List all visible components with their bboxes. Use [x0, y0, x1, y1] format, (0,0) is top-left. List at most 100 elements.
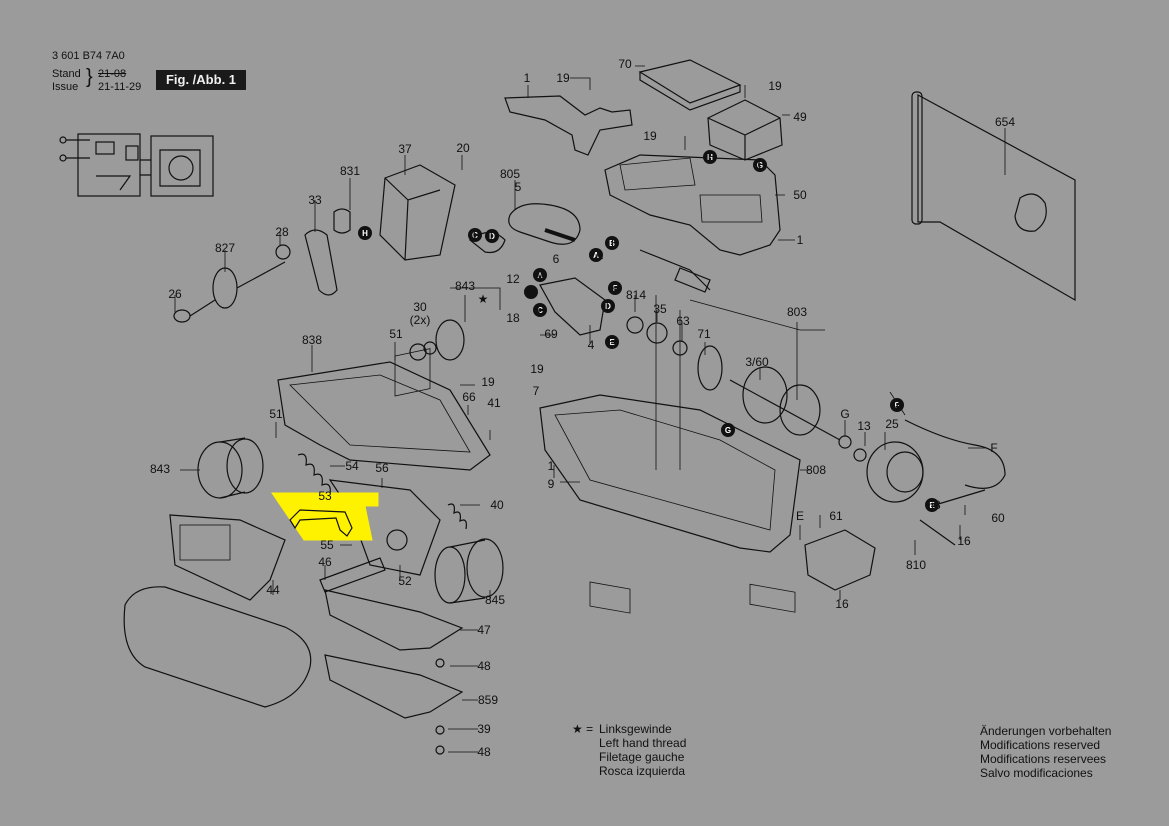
- svg-text:D: D: [489, 232, 495, 241]
- part-number-label: 2: [894, 398, 901, 412]
- part-number-label: F: [990, 441, 997, 455]
- part-71-fan: [697, 345, 723, 391]
- part-number-label: 654: [995, 115, 1015, 129]
- brace-icon: }: [86, 66, 93, 88]
- part-859-plate: [324, 654, 464, 719]
- part-number-label: 48: [477, 659, 491, 673]
- part-number-label: D: [490, 229, 499, 243]
- part-number-label: 20: [456, 141, 470, 155]
- part-number-label: 16: [835, 597, 849, 611]
- part-845-roller: [434, 546, 466, 604]
- part-number-label: 843: [455, 279, 475, 293]
- part-number-label: 1: [797, 233, 804, 247]
- part-number-label: 71: [697, 327, 711, 341]
- part-number-label: 53: [318, 489, 332, 503]
- part-number-label: 26: [168, 287, 182, 301]
- svg-text:B: B: [609, 239, 615, 248]
- part-number-label: 52: [398, 574, 412, 588]
- part-number-label: 37: [398, 142, 412, 156]
- callout-letters: H G H C D A B A F D C E G F E: [358, 150, 939, 512]
- part-1-switch-lever: [504, 95, 633, 156]
- part-number-label: 63: [676, 314, 690, 328]
- svg-text:E: E: [609, 338, 615, 347]
- part-number-label: G: [840, 407, 849, 421]
- part-number-label: B: [611, 236, 619, 250]
- part-33-belt: [304, 229, 338, 296]
- part-number-label: 19: [643, 129, 657, 143]
- part-number-label: 805: [500, 167, 520, 181]
- modifications-notice: Änderungen vorbehalten Modifications res…: [980, 724, 1112, 780]
- sanding-belt: [123, 586, 312, 708]
- part-9-housing: [539, 394, 801, 553]
- part-number-label: 66: [462, 390, 476, 404]
- part-number-label: D: [606, 299, 615, 313]
- part-number-label: 810: [906, 558, 926, 572]
- svg-text:G: G: [725, 426, 731, 435]
- part-number-label: 61: [829, 509, 843, 523]
- part-number-label: 30: [413, 300, 427, 314]
- part-number-label: 3/60: [745, 355, 769, 369]
- svg-text:C: C: [537, 306, 543, 315]
- part-number-label: 69: [544, 327, 558, 341]
- part-67-knob: [804, 529, 876, 591]
- part-number-label: 48: [477, 745, 491, 759]
- part-number-label: 47: [477, 623, 491, 637]
- part-number-label: 808: [806, 463, 826, 477]
- part-47-plate: [324, 589, 464, 651]
- part-number-label: 803: [787, 305, 807, 319]
- doc-number: 3 601 B74 7A0: [52, 50, 125, 62]
- part-1-top-housing: [604, 154, 781, 256]
- part-number-label: C: [537, 303, 546, 317]
- svg-text:F: F: [613, 284, 618, 293]
- part-number-label: 7: [533, 384, 540, 398]
- part-number-label: 28: [275, 225, 289, 239]
- part-number-label: 13: [857, 419, 871, 433]
- part-number-label: A: [595, 248, 603, 262]
- part-number-label: 12: [506, 272, 520, 286]
- part-number-label: 827: [215, 241, 235, 255]
- part-number-label: A: [536, 268, 544, 282]
- svg-text:F: F: [895, 401, 900, 410]
- part-number-label: 35: [653, 302, 667, 316]
- part-number-label: 18: [506, 311, 520, 325]
- part-number-label: 16: [957, 534, 971, 548]
- part-49-cap: [707, 99, 783, 161]
- part-number-label: 859: [478, 693, 498, 707]
- part-number-label: 50: [793, 188, 807, 202]
- part-number-label: 54: [345, 459, 359, 473]
- part-44-platen: [169, 514, 286, 601]
- part-831-gear: [333, 208, 351, 234]
- part-number-label: 25: [885, 417, 899, 431]
- part-number-label: 6: [553, 252, 560, 266]
- part-number-label: 49: [793, 110, 807, 124]
- part-838-housing: [277, 361, 491, 471]
- svg-text:H: H: [362, 229, 368, 238]
- svg-text:C: C: [472, 231, 478, 240]
- svg-text:A: A: [593, 251, 599, 260]
- issue-date: 21-11-29: [98, 81, 142, 93]
- part-number-label: ★: [478, 292, 489, 306]
- part-number-label: 60: [991, 511, 1005, 525]
- part-number-label: 9: [548, 477, 555, 491]
- part-number-label: (2x): [410, 313, 431, 327]
- part-number-label: E: [608, 335, 616, 349]
- stand-date: 21-08: [98, 68, 127, 80]
- part-number-label: 51: [389, 327, 403, 341]
- part-70-cover: [638, 59, 742, 111]
- part-number-label: 814: [626, 288, 646, 302]
- part-number-label: 51: [269, 407, 283, 421]
- part-number-label: 19: [768, 79, 782, 93]
- part-number-label: E: [796, 509, 804, 523]
- issue-label: Issue: [52, 81, 79, 93]
- part-number-label: 845: [485, 593, 505, 607]
- part-805-cable: [508, 203, 581, 245]
- part-number-label: 33: [308, 193, 322, 207]
- part-number-label: 831: [340, 164, 360, 178]
- part-number-label: 44: [266, 583, 280, 597]
- part-number-label: 68: [927, 498, 941, 512]
- svg-text:G: G: [757, 161, 763, 170]
- part-number-label: 40: [490, 498, 504, 512]
- part-number-label: H: [708, 150, 717, 164]
